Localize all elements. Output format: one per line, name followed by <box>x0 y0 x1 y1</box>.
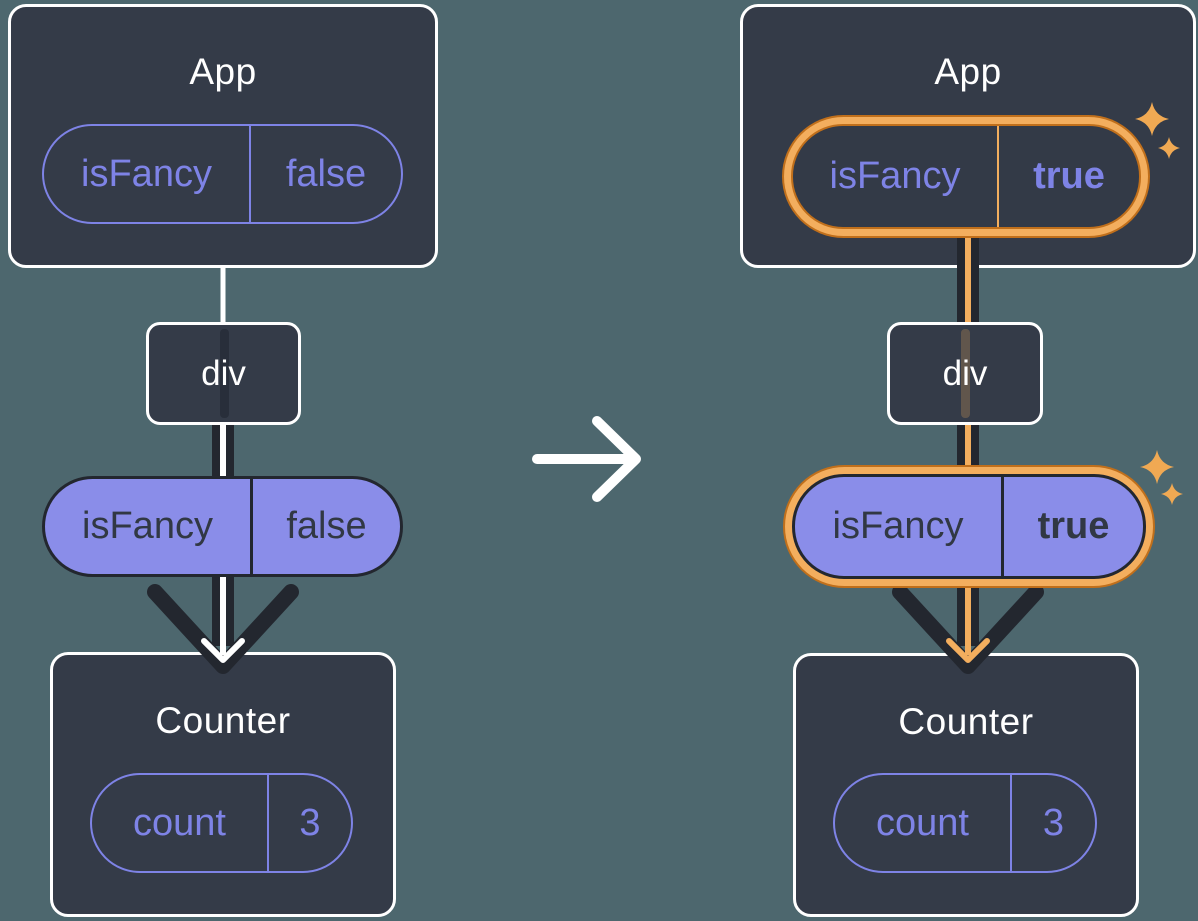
prop-value-label: false <box>250 479 400 574</box>
counter-state-pill-before: count 3 <box>90 773 353 873</box>
counter-title-before: Counter <box>155 700 291 741</box>
highlight-ring: isFancy true <box>784 117 1148 236</box>
app-prop-pill-after-highlighted: isFancy true <box>782 115 1150 238</box>
div-element-box-before: div <box>146 322 301 425</box>
prop-name-label: isFancy <box>829 155 961 197</box>
highlight-ring: isFancy true <box>785 467 1153 586</box>
sparkle-icon <box>1140 450 1174 484</box>
state-value-label: 3 <box>1010 775 1095 871</box>
prop-name-label: isFancy <box>832 505 964 547</box>
prop-name-label: isFancy <box>81 152 212 195</box>
state-name-label: count <box>876 801 969 844</box>
transition-arrow-icon <box>532 416 641 502</box>
app-title-before: App <box>189 51 257 92</box>
app-prop-pill-before: isFancy false <box>42 124 403 224</box>
div-label-after: div <box>942 353 988 393</box>
prop-name-label: isFancy <box>82 505 213 547</box>
state-name-label: count <box>133 801 226 844</box>
div-label-before: div <box>201 353 246 393</box>
passed-prop-pill-before: isFancy false <box>42 476 403 577</box>
counter-title-after: Counter <box>898 701 1034 742</box>
counter-component-box-after <box>793 653 1139 917</box>
div-element-box-after: div <box>887 322 1043 425</box>
prop-value-label: true <box>997 126 1139 227</box>
passed-prop-pill-after-highlighted: isFancy true <box>783 465 1155 588</box>
state-value-label: 3 <box>267 775 351 871</box>
sparkle-icon <box>1161 483 1183 505</box>
prop-value-label: false <box>249 126 401 222</box>
counter-state-pill-after: count 3 <box>833 773 1097 873</box>
prop-value-label: true <box>1001 477 1143 576</box>
flow-line-behind-div <box>219 329 229 418</box>
app-title-after: App <box>934 51 1002 92</box>
